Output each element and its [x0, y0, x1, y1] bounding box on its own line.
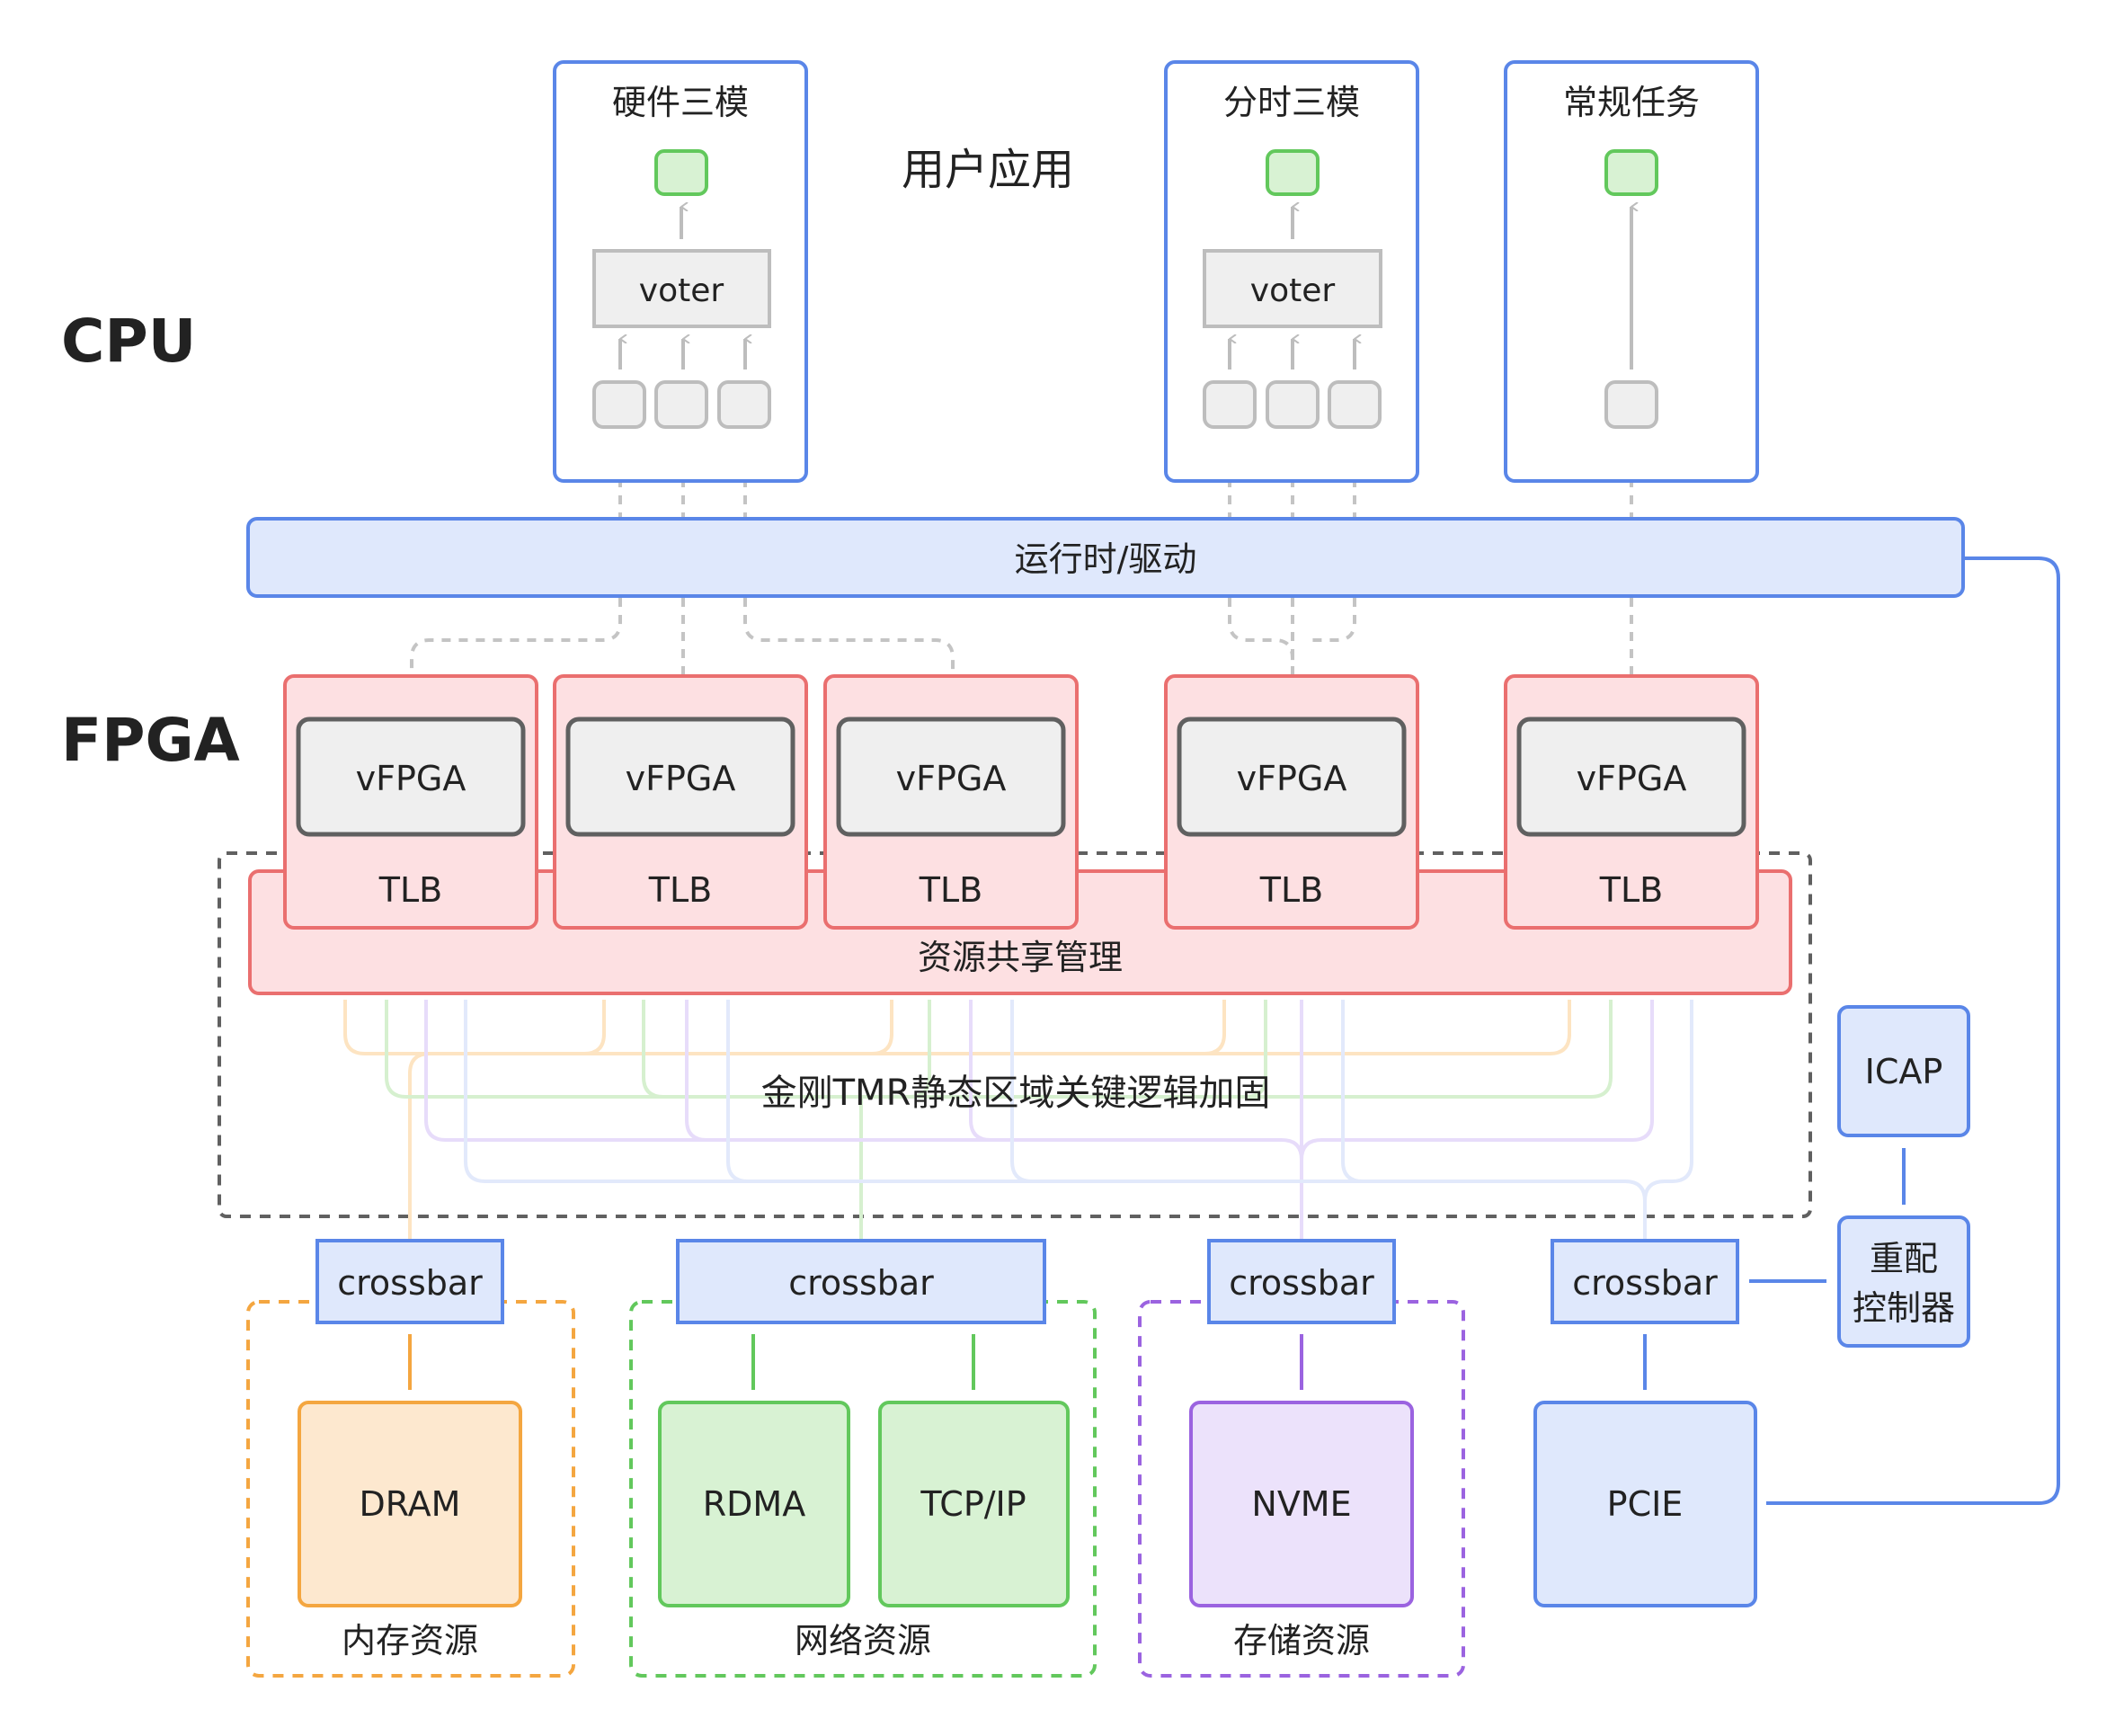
- vfpga-unit: vFPGA TLB: [553, 674, 808, 930]
- crossbar-box: [676, 1239, 1046, 1324]
- tlb-label: TLB: [648, 870, 712, 910]
- network-resource-group: crossbar RDMA TCP/IP 网络资源: [629, 1239, 1097, 1678]
- vfpga-block: [565, 717, 795, 837]
- reconfig-controller-box: [1837, 1215, 1970, 1348]
- vfpga-label: vFPGA: [896, 759, 1007, 798]
- voter-label: voter: [639, 272, 724, 309]
- storage-caption: 存储资源: [1233, 1621, 1370, 1660]
- crossbar-box: [1207, 1239, 1396, 1324]
- replica-node: [1203, 380, 1257, 429]
- vfpga-block: [836, 717, 1066, 837]
- rdma-box: [658, 1401, 850, 1607]
- vfpga-label: vFPGA: [356, 759, 467, 798]
- vfpga-block: [1177, 717, 1407, 837]
- pcie-resource-group: crossbar PCIE: [1533, 1239, 1757, 1607]
- pcie-label: PCIE: [1607, 1484, 1684, 1524]
- tlb-label: TLB: [919, 870, 982, 910]
- app-time-shared-tmr: 分时三模 voter: [1164, 60, 1419, 483]
- dram-box: [298, 1401, 522, 1607]
- crossbar-label: crossbar: [788, 1263, 934, 1303]
- reconfig-label-line1: 重配: [1870, 1239, 1938, 1278]
- pcie-box: [1533, 1401, 1757, 1607]
- rdma-label: RDMA: [703, 1484, 805, 1524]
- result-node: [1604, 149, 1658, 196]
- voter-box: [592, 249, 771, 328]
- static-region: [218, 851, 1812, 1218]
- voter-label: voter: [1250, 272, 1336, 309]
- app-title: 常规任务: [1563, 83, 1700, 122]
- tcpip-box: [878, 1401, 1070, 1607]
- vfpga-block: [1516, 717, 1746, 837]
- replica-node: [717, 380, 771, 429]
- tlb-label: TLB: [378, 870, 442, 910]
- tlb-label: TLB: [1259, 870, 1323, 910]
- resource-share-label: 资源共享管理: [918, 938, 1123, 977]
- crossbar-label: crossbar: [1572, 1263, 1718, 1303]
- memory-caption: 内存资源: [342, 1621, 478, 1660]
- icap-label: ICAP: [1865, 1052, 1943, 1091]
- dram-label: DRAM: [360, 1484, 461, 1524]
- nvme-box: [1189, 1401, 1414, 1607]
- runtime-driver-bar: [246, 517, 1965, 598]
- app-title: 分时三模: [1223, 83, 1360, 122]
- memory-resource-group: crossbar DRAM 内存资源: [246, 1239, 575, 1678]
- app-title: 硬件三模: [612, 83, 749, 122]
- app-hardware-tmr: 硬件三模 voter: [553, 60, 808, 483]
- network-caption: 网络资源: [795, 1621, 931, 1660]
- crossbar-label: crossbar: [1229, 1263, 1374, 1303]
- static-region-wiring: [343, 1000, 1693, 1241]
- result-node: [1266, 149, 1320, 196]
- result-node: [654, 149, 708, 196]
- replica-node: [1328, 380, 1382, 429]
- crossbar-label: crossbar: [337, 1263, 483, 1303]
- icap-box: [1837, 1005, 1970, 1137]
- vfpga-label: vFPGA: [1577, 759, 1687, 798]
- replica-node: [1266, 380, 1320, 429]
- task-node: [1604, 380, 1658, 429]
- vfpga-unit: vFPGA TLB: [283, 674, 538, 930]
- vfpga-unit: vFPGA TLB: [1504, 674, 1759, 930]
- replica-node: [654, 380, 708, 429]
- vfpga-block: [296, 717, 526, 837]
- static-region-label: 金刚TMR静态区域关键逻辑加固: [761, 1073, 1271, 1114]
- crossbar-box: [1551, 1239, 1739, 1324]
- reconfig-label-line2: 控制器: [1853, 1288, 1955, 1328]
- crossbar-box: [315, 1239, 504, 1324]
- vfpga-label: vFPGA: [626, 759, 736, 798]
- vfpga-unit: vFPGA TLB: [1164, 674, 1419, 930]
- storage-resource-group: crossbar NVME 存储资源: [1138, 1239, 1465, 1678]
- voter-box: [1203, 249, 1382, 328]
- replica-node: [592, 380, 646, 429]
- fpga-label: FPGA: [61, 706, 240, 775]
- cpu-label: CPU: [61, 307, 196, 376]
- tlb-label: TLB: [1599, 870, 1663, 910]
- runtime-driver-label: 运行时/驱动: [1015, 539, 1197, 579]
- vfpga-unit: vFPGA TLB: [823, 674, 1079, 930]
- vfpga-label: vFPGA: [1237, 759, 1347, 798]
- app-normal-task: 常规任务: [1504, 60, 1759, 483]
- tcpip-label: TCP/IP: [920, 1484, 1026, 1524]
- runtime-pcie-link: [1758, 556, 2060, 1505]
- user-app-label: 用户应用: [902, 145, 1074, 195]
- nvme-label: NVME: [1251, 1484, 1351, 1524]
